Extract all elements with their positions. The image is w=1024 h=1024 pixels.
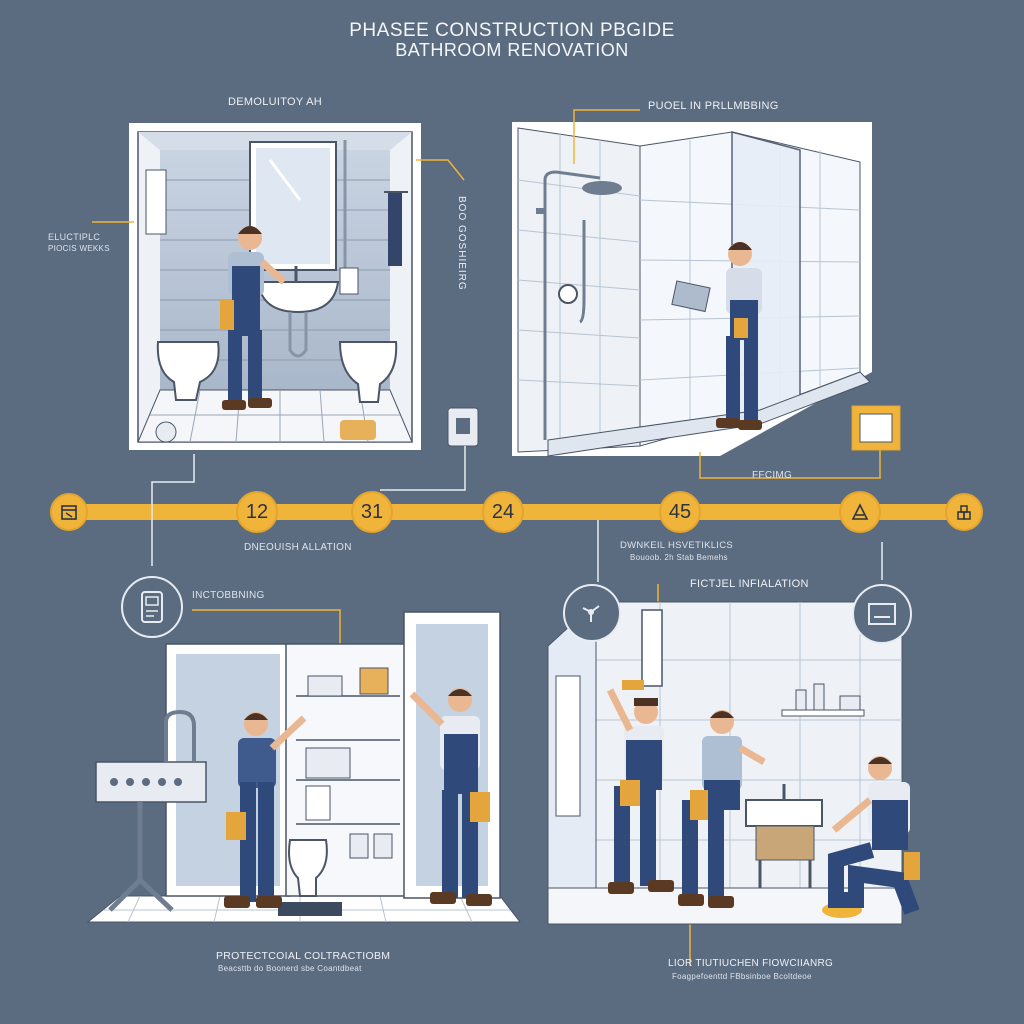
label-protect-sub: Beacsttb do Boonerd sbe Coantdbeat	[218, 964, 362, 973]
window-icon[interactable]	[852, 584, 912, 644]
fixture-panel	[547, 600, 920, 925]
label-drywall-sub: Bouoob. 2h Stab Bemehs	[630, 553, 728, 562]
timeline-step-4[interactable]: 45	[659, 491, 701, 533]
timeline-step-3[interactable]: 24	[482, 491, 524, 533]
label-electric-2: PIOCIS WEKKS	[48, 244, 110, 253]
label-vertical-note: BOO GOSHIEIRG	[456, 196, 467, 291]
label-lor-sub: Foagpefoenttd FBbsinboe Bcoltdeoe	[672, 972, 812, 981]
meter-icon[interactable]	[121, 576, 183, 638]
page-title: PHASEE CONSTRUCTION PBGIDE	[349, 20, 675, 41]
installation-panel	[86, 611, 522, 923]
tools-icon[interactable]	[839, 491, 881, 533]
label-demolition: DEMOLUITOY AH	[228, 96, 322, 108]
faucet-icon[interactable]	[563, 584, 621, 642]
label-installation: DNEOUISH ALLATION	[244, 542, 352, 553]
plumbing-panel	[447, 109, 901, 479]
timeline-step-2[interactable]: 31	[351, 491, 393, 533]
label-electric-1: ELUCTIPLC	[48, 232, 101, 242]
label-plumbing: PUOEL IN PRLLMBBING	[648, 100, 779, 112]
demolition-panel	[92, 123, 465, 450]
label-lor: LIOR TIUTIUCHEN FIOWCIIANRG	[668, 958, 834, 969]
calendar-icon[interactable]	[50, 493, 88, 531]
box-icon[interactable]	[945, 493, 983, 531]
label-fixture: FICTJEL INFIALATION	[690, 578, 809, 590]
label-drywall: DWNKEIL HSVETIKLICS	[620, 540, 734, 551]
label-ffcing: FFCIMG	[752, 470, 793, 481]
label-incto: INCTOBBNING	[192, 590, 265, 601]
timeline-step-1[interactable]: 12	[236, 491, 278, 533]
label-protect: PROTECTCOIAL COLTRACTIOBM	[216, 950, 391, 962]
page-subtitle: BATHROOM RENOVATION	[395, 40, 629, 60]
